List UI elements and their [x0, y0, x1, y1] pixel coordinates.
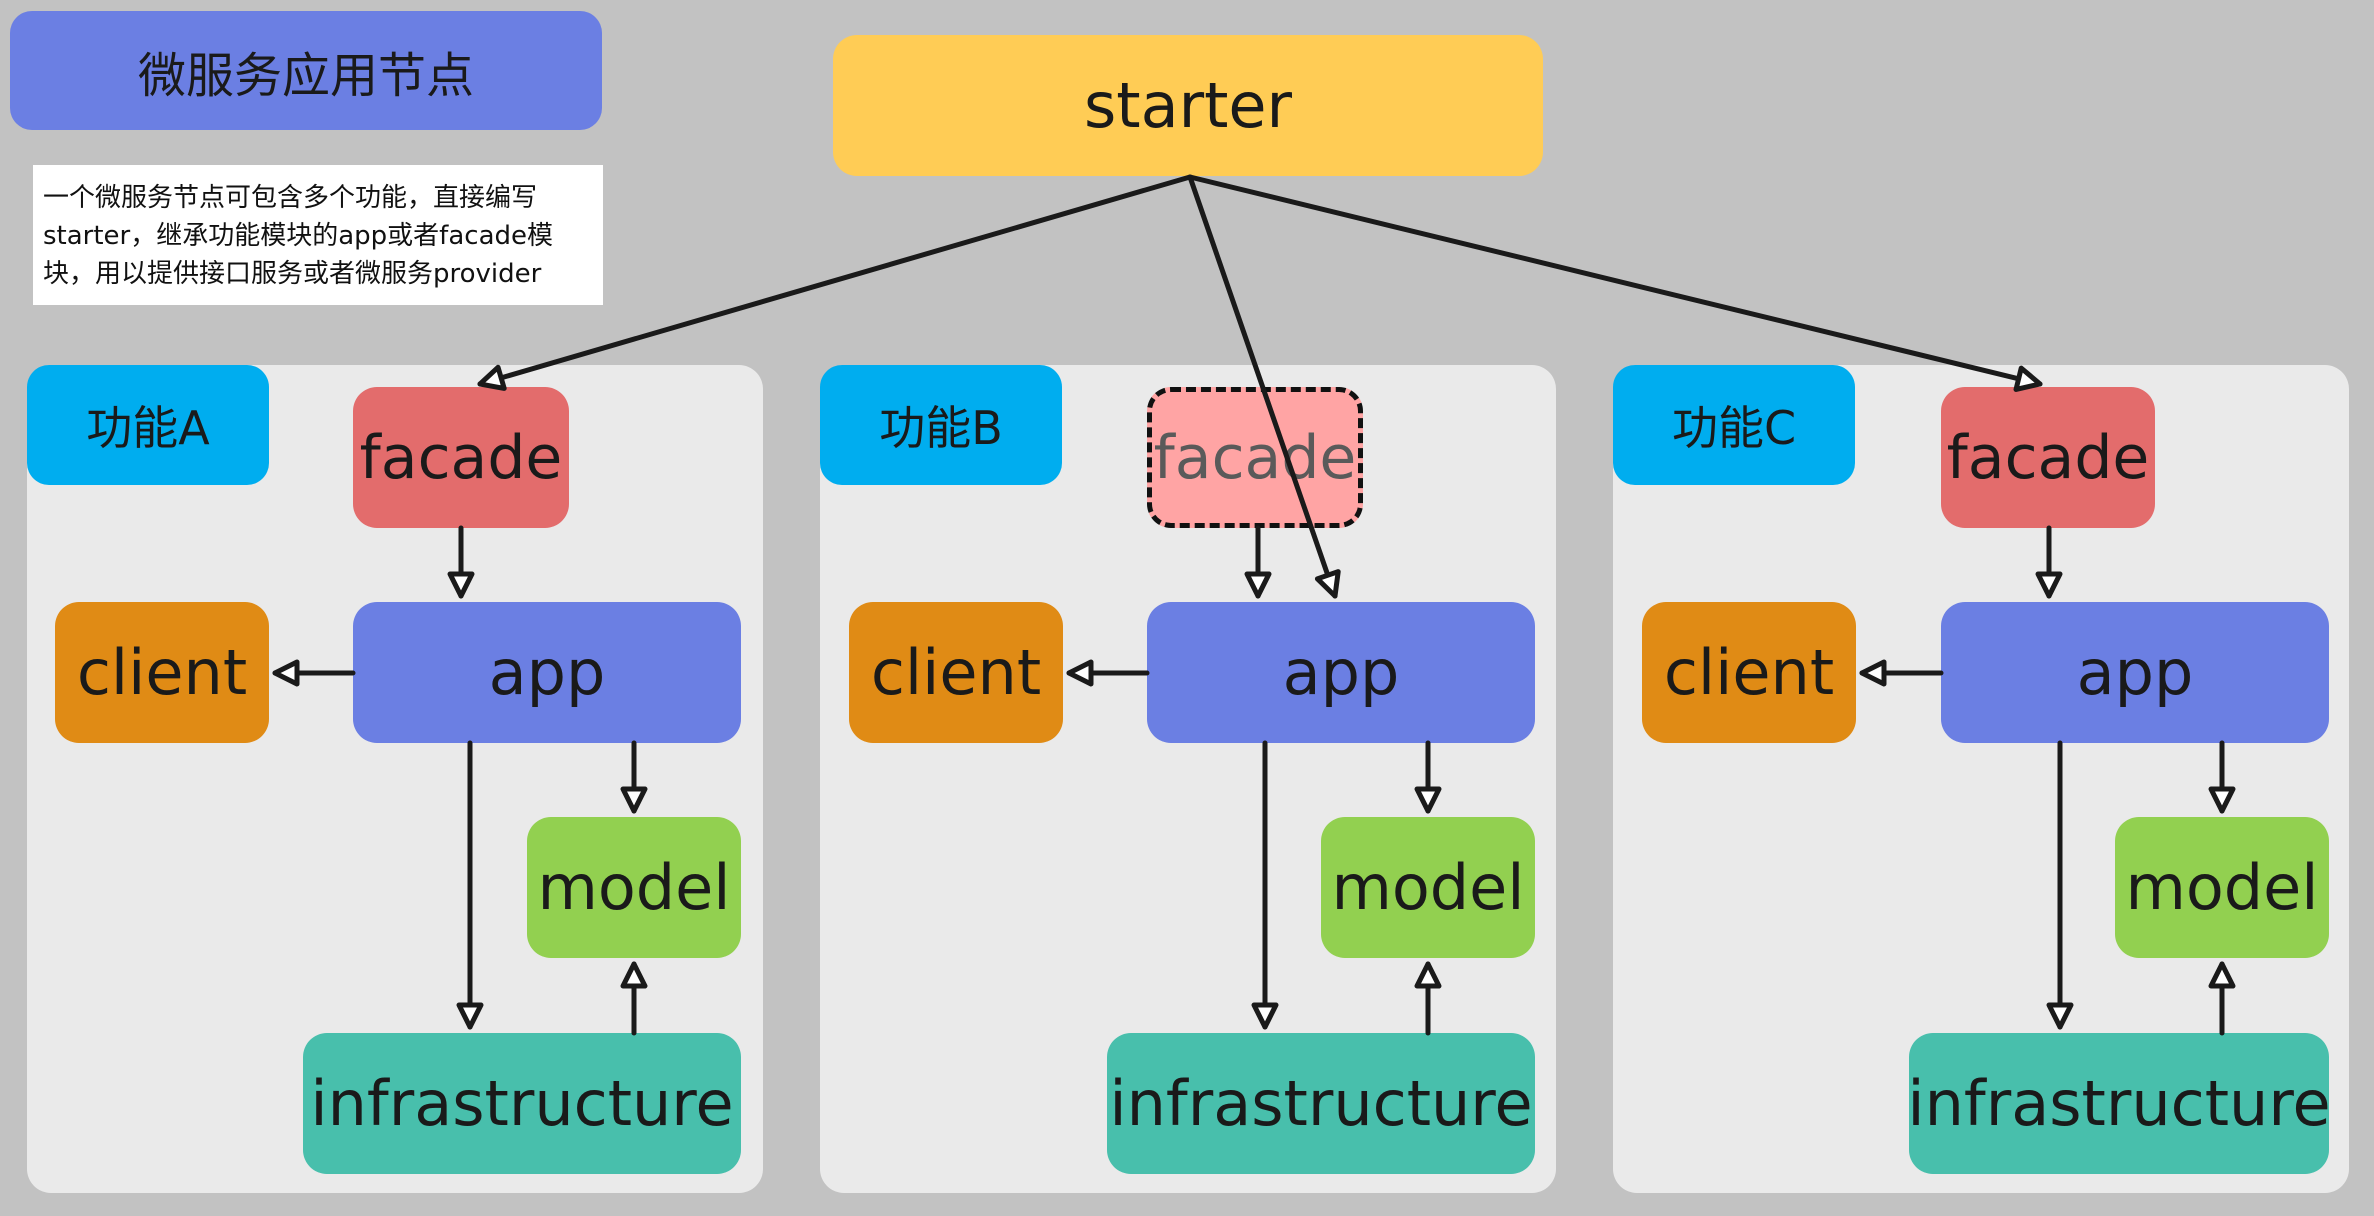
module-label-a: 功能A [27, 365, 269, 485]
diagram-title: 微服务应用节点 [10, 11, 602, 130]
model-node-a: model [527, 817, 741, 958]
arrow-starter-to-facade-c [1187, 174, 2043, 387]
module-label-c: 功能C [1613, 365, 1855, 485]
infrastructure-node-b: infrastructure [1107, 1033, 1535, 1174]
client-node-a: client [55, 602, 269, 743]
description-note: 一个微服务节点可包含多个功能，直接编写 starter，继承功能模块的app或者… [33, 165, 603, 305]
module-label-b: 功能B [820, 365, 1062, 485]
infrastructure-node-a: infrastructure [303, 1033, 741, 1174]
app-node-b: app [1147, 602, 1535, 743]
app-node-c: app [1941, 602, 2329, 743]
app-node-a: app [353, 602, 741, 743]
model-node-c: model [2115, 817, 2329, 958]
client-node-c: client [1642, 602, 1856, 743]
facade-node-c: facade [1941, 387, 2155, 528]
model-node-b: model [1321, 817, 1535, 958]
client-node-b: client [849, 602, 1063, 743]
facade-node-b-inherited: facade [1147, 387, 1363, 528]
starter-node: starter [833, 35, 1543, 176]
infrastructure-node-c: infrastructure [1907, 1033, 2331, 1174]
facade-node-a: facade [353, 387, 569, 528]
